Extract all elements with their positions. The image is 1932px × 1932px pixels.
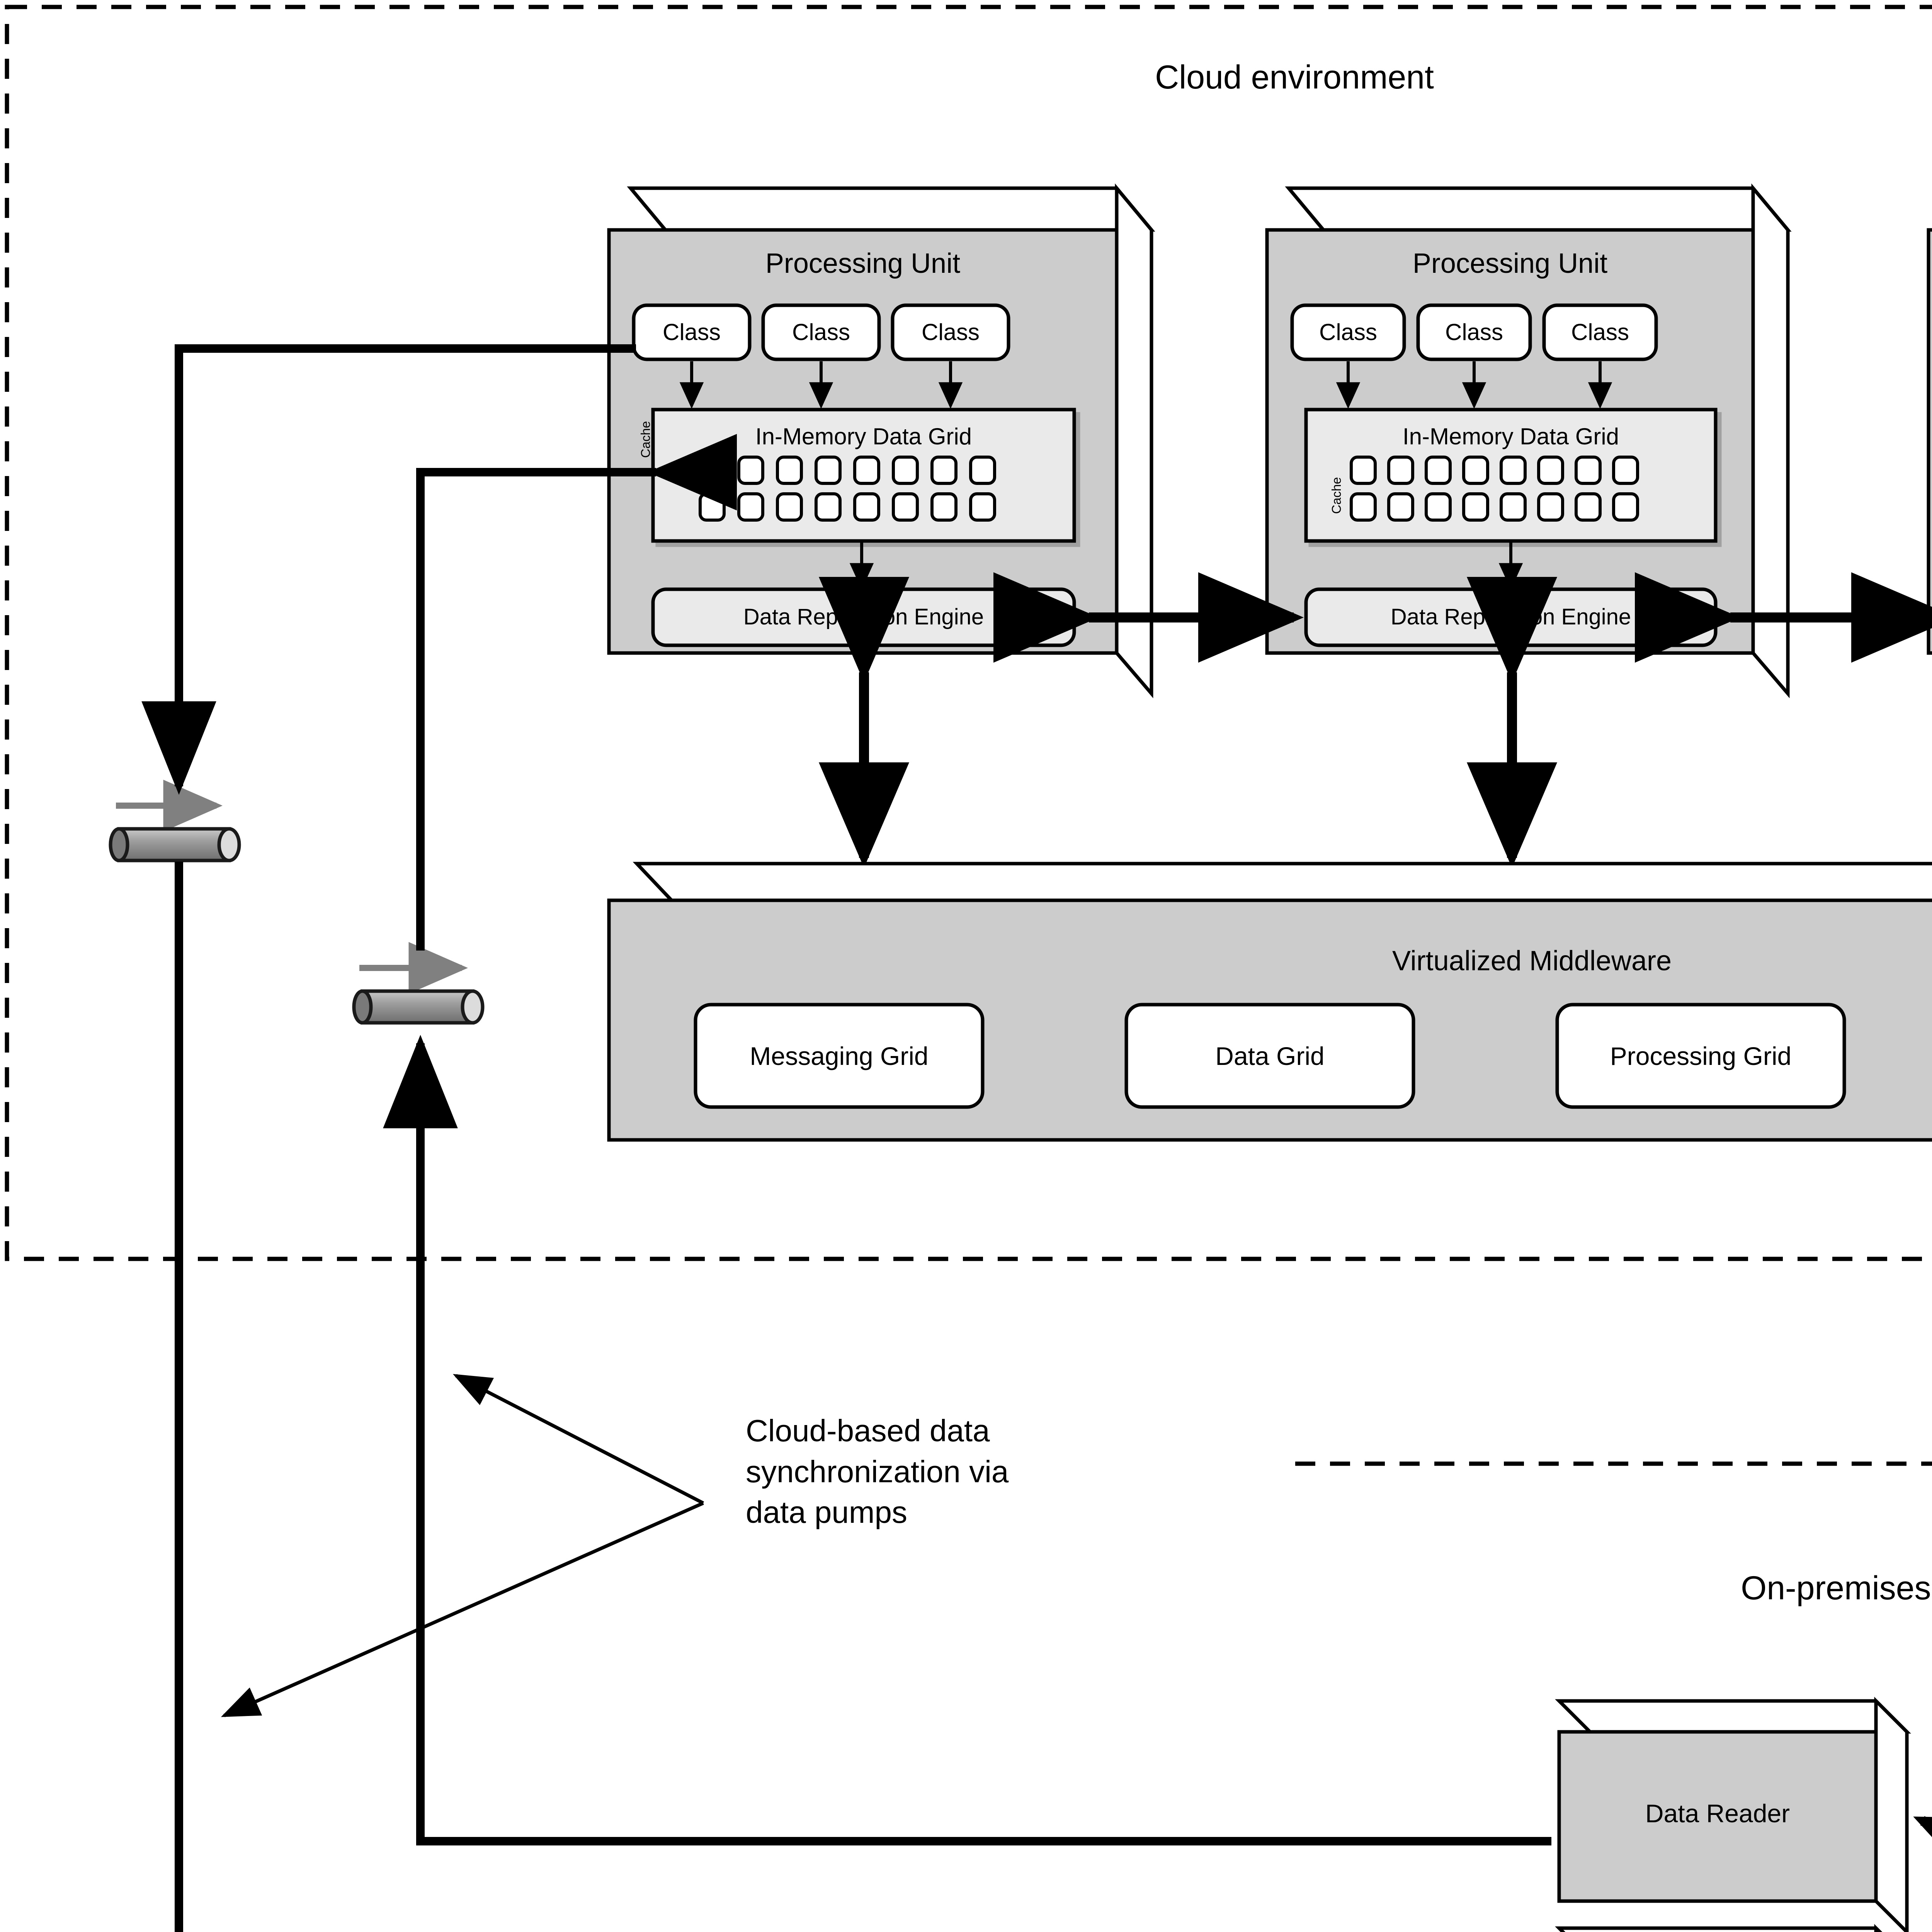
processing-unit-1-class-1 [632,303,752,361]
route-pump-upper-to-class [141,344,636,795]
route-pump-lower-to-cache [416,434,737,951]
processing-unit-1-class-3-label: Class [921,319,980,345]
processing-unit-3[interactable] [1927,188,1932,694]
data-reader-node[interactable] [1555,1697,1911,1932]
processing-unit-2-cache-cells [1350,456,1639,522]
processing-unit-2-class-1-label: Class [1319,319,1378,345]
processing-unit-2[interactable] [1265,183,1792,699]
processing-unit-1-class-2 [761,303,881,361]
processing-unit-1-replication-label: Data Replication Engine [743,604,984,629]
middleware-component-data-grid [1124,1003,1415,1109]
processing-unit-1-cache-label: Cache [638,421,653,458]
middleware-component-messaging-grid [694,1003,985,1109]
cloud-environment-label: Cloud environment [1155,59,1434,96]
processing-unit-2-class-2-label: Class [1445,319,1503,345]
processing-unit-1-class-2-label: Class [792,319,850,345]
middleware-component-messaging-grid-label: Messaging Grid [750,1042,929,1070]
processing-unit-2-class-3 [1542,303,1658,361]
processing-unit-2-grid-title: In-Memory Data Grid [1402,423,1619,449]
processing-unit-1-class-1-label: Class [662,319,721,345]
processing-unit-2-cache-label: Cache [1329,477,1344,514]
processing-unit-1-class-3 [891,303,1010,361]
processing-unit-2-class-2 [1416,303,1532,361]
data-writer-node[interactable] [1555,1924,1907,1932]
cloud-environment-boundary [5,5,1932,1261]
annotation-callout-arrows [221,1374,704,1718]
processing-unit-2-replication-label: Data Replication Engine [1390,604,1631,629]
middleware-component-processing-grid-label: Processing Grid [1610,1042,1792,1070]
processing-unit-2-class-3-label: Class [1571,319,1629,345]
virtualized-middleware[interactable] [607,862,1932,1142]
processing-unit-3-title: Processing Unit [1929,247,1932,280]
processing-unit-2-class-1 [1290,303,1406,361]
data-reader-label: Data Reader [1645,1799,1790,1828]
data-sync-annotation: Cloud-based data synchronization via dat… [746,1413,1009,1530]
route-pump-upper-to-data-writer [175,862,183,1932]
processing-unit-1-title: Processing Unit [765,248,961,279]
link-database-to-data-reader [1913,1816,1932,1901]
middleware-component-data-grid-label: Data Grid [1215,1042,1325,1070]
data-pump-upper[interactable] [109,779,241,862]
route-data-reader-to-pump-lower [383,1035,1551,1845]
onpremises-environment-label: On-premises environment [1741,1570,1931,1607]
virtualized-middleware-title: Virtualized Middleware [1392,946,1672,976]
processing-unit-1-grid-title: In-Memory Data Grid [755,423,972,449]
middleware-component-processing-grid [1555,1003,1846,1109]
data-pump-lower[interactable] [352,942,485,1025]
processing-unit-2-title: Processing Unit [1412,248,1608,279]
processing-unit-1-cache-cells [699,456,996,522]
